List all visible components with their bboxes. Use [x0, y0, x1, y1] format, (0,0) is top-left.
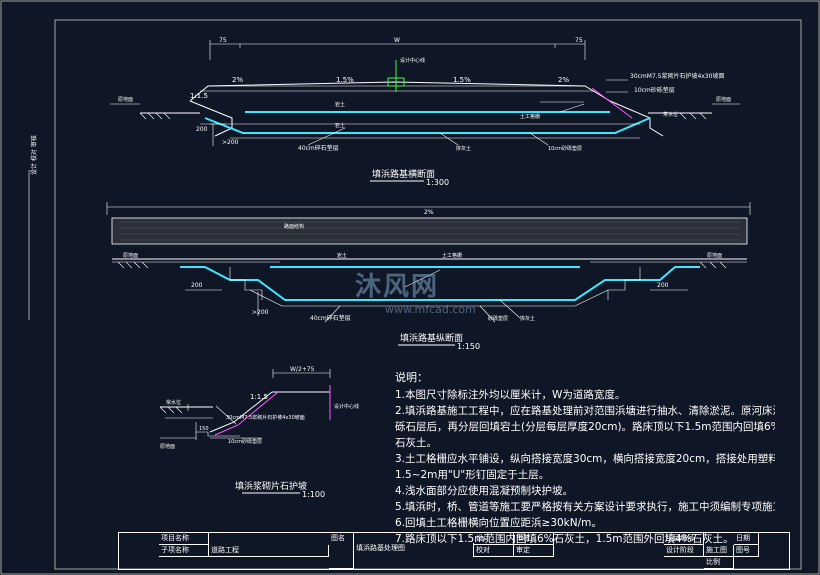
note-line: 5.填浜时，桥、管道等施工要严格按有关方案设计要求执行，施工中须编制专项施工方案…	[395, 501, 775, 513]
design-notes: 说明： 1.本图尺寸除标注外均以厘米计，W为道路宽度。 2.填浜路基施工工程中，…	[395, 370, 775, 547]
note-line: 3.土工格栅应水平铺设，纵向搭接宽度30cm，横向搭接宽度20cm，搭接处用塑料…	[395, 453, 775, 465]
dt-ground: 原地面	[160, 443, 175, 450]
ls-ground-right: 原地面	[707, 252, 722, 259]
ls-sand-label: 砂砾垫层	[488, 315, 508, 322]
cs-fill-label-2: 宕土	[335, 122, 345, 129]
ls-ground-left: 原地面	[123, 252, 138, 259]
cs-slope-left: 2%	[232, 76, 243, 84]
dt-water: 常水位	[166, 399, 181, 406]
cs-width-label: W	[394, 37, 400, 44]
detail-drawing	[159, 369, 331, 494]
ls-lime-label: 掺灰土	[520, 315, 535, 322]
dt-dim-150: 150	[199, 426, 209, 432]
cs-ground-left: 原地面	[118, 96, 133, 103]
tb-sub-project-label: 子项名称	[159, 545, 209, 557]
note-line: 7.路床顶以下1.5m范围内回填6%石灰土，1.5m范围外回填4%石灰土。	[395, 533, 734, 545]
detail-masonry-slope	[214, 391, 279, 436]
ls-dim-right: 200	[657, 282, 669, 289]
note-line: 石灰土。	[395, 437, 437, 449]
long-gravel-bed	[180, 266, 700, 301]
dt-scale: 1:100	[302, 490, 325, 499]
long-section-drawing	[106, 202, 751, 346]
note-line: 砾石层后，再分层回填宕土(分层每层厚度20cm)。路床顶以下1.5m范围内回填6…	[395, 421, 775, 433]
tb-review-label: 审核	[514, 533, 554, 545]
dt-width-label: W/2+75	[290, 366, 315, 373]
title-block: 项目名称 子项名称 道路工程 图名 填浜路基处理图 设计 校对 审核 审定 项目…	[118, 532, 790, 570]
tb-check-label: 校对	[474, 545, 514, 557]
cs-title: 填浜路基横断面	[372, 168, 435, 180]
cs-depth-200: 200	[196, 126, 208, 133]
ls-gravel-label: 40cm碎石垫层	[310, 314, 351, 322]
watermark: 沐风网 www.mfcad.com	[355, 266, 476, 316]
tb-date-label: 日期	[734, 533, 759, 545]
ls-dim-left: 200	[191, 282, 203, 289]
cs-water-label: 常水位	[663, 111, 678, 118]
tb-sub-project-value: 道路工程	[209, 545, 329, 557]
cs-right-note-2: 10cm砂砾垫层	[634, 86, 675, 94]
cross-section-drawing	[110, 40, 740, 182]
dt-ratio: 1:1.5	[250, 393, 268, 401]
note-line: 2.填浜路基施工工程中，应在路基处理前对范围浜塘进行抽水、清除淤泥。原河床浸泡清…	[395, 405, 775, 417]
ls-title: 填浜路基纵断面	[400, 332, 463, 344]
cs-sand-label: 10cm砂砾垫层	[548, 145, 582, 152]
tb-approve-label: 审定	[514, 545, 554, 557]
cs-slope-center-left: 1.5%	[336, 76, 354, 84]
cs-design-center: 设计中心线	[400, 57, 425, 64]
masonry-slope	[591, 87, 633, 119]
notes-heading: 说明：	[395, 371, 428, 384]
tb-sheet-label: 项目编号	[664, 533, 704, 545]
cs-gravel-label: 40cm碎石垫层	[298, 144, 339, 152]
tb-design-label: 设计	[474, 533, 514, 545]
dt-note-1: 30cmM7.5浆砌片石护坡4x30坡面	[226, 414, 305, 421]
tb-project-name-label: 项目名称	[159, 533, 209, 545]
watermark-main: 沐风网	[355, 272, 440, 302]
watermark-url: www.mfcad.com	[385, 303, 476, 316]
ls-pavement-label: 路面结构	[284, 223, 304, 230]
tb-design-stage-value: 施工图	[704, 545, 734, 557]
tb-drawing-value: 填浜路基处理图	[354, 543, 474, 557]
ls-fill-label: 宕土	[337, 252, 347, 259]
dt-title: 填浜浆砌片石护坡	[235, 480, 307, 492]
cs-fill-label: 宕土	[335, 101, 345, 108]
cs-edge-dim-left: 75	[219, 37, 227, 44]
note-line: 1.5~2m用"U"形钉固定于土层。	[395, 469, 550, 481]
note-line: 4.浅水面部分应使用混凝预制块护坡。	[395, 485, 574, 497]
dt-note-2: 10cm砂砾垫层	[228, 438, 262, 445]
pavement-structure	[111, 217, 748, 245]
tb-drawing-label: 图名	[329, 533, 354, 569]
gravel-bed-line	[204, 117, 651, 134]
cs-slope-center-right: 1.5%	[453, 76, 471, 84]
cs-edge-dim-right: 75	[575, 37, 583, 44]
cs-scale: 1:300	[426, 178, 449, 187]
cs-right-note-1: 30cmM7.5浆砌片石护坡4x30坡面	[630, 72, 725, 80]
cs-side-ratio: 1:1.5	[190, 92, 208, 100]
note-line: 1.本图尺寸除标注外均以厘米计，W为道路宽度。	[395, 389, 626, 401]
tb-design-stage-label: 设计阶段	[664, 545, 704, 557]
cs-slope-right: 2%	[558, 76, 569, 84]
ls-scale: 1:150	[457, 342, 480, 351]
ls-depth: >200	[252, 309, 269, 316]
svg-text:设计 校对 审核: 设计 校对 审核	[30, 135, 38, 175]
note-line: 6.回填土工格栅横向位置应距浜≥30kN/m。	[395, 517, 602, 529]
cs-geogrid-label: 土工格栅	[520, 113, 540, 120]
tb-sheet-no-label: 图号	[734, 545, 759, 557]
ls-geogrid-label: 土工格栅	[442, 252, 462, 259]
cs-depth-gt200: >200	[222, 139, 239, 146]
ls-slope: 2%	[424, 209, 434, 216]
tb-scale-label: 比例	[704, 557, 734, 569]
cs-lime-label: 掺灰土	[456, 145, 471, 152]
dt-center: 设计中心线	[334, 403, 359, 410]
cs-ground-right: 原地面	[716, 96, 731, 103]
